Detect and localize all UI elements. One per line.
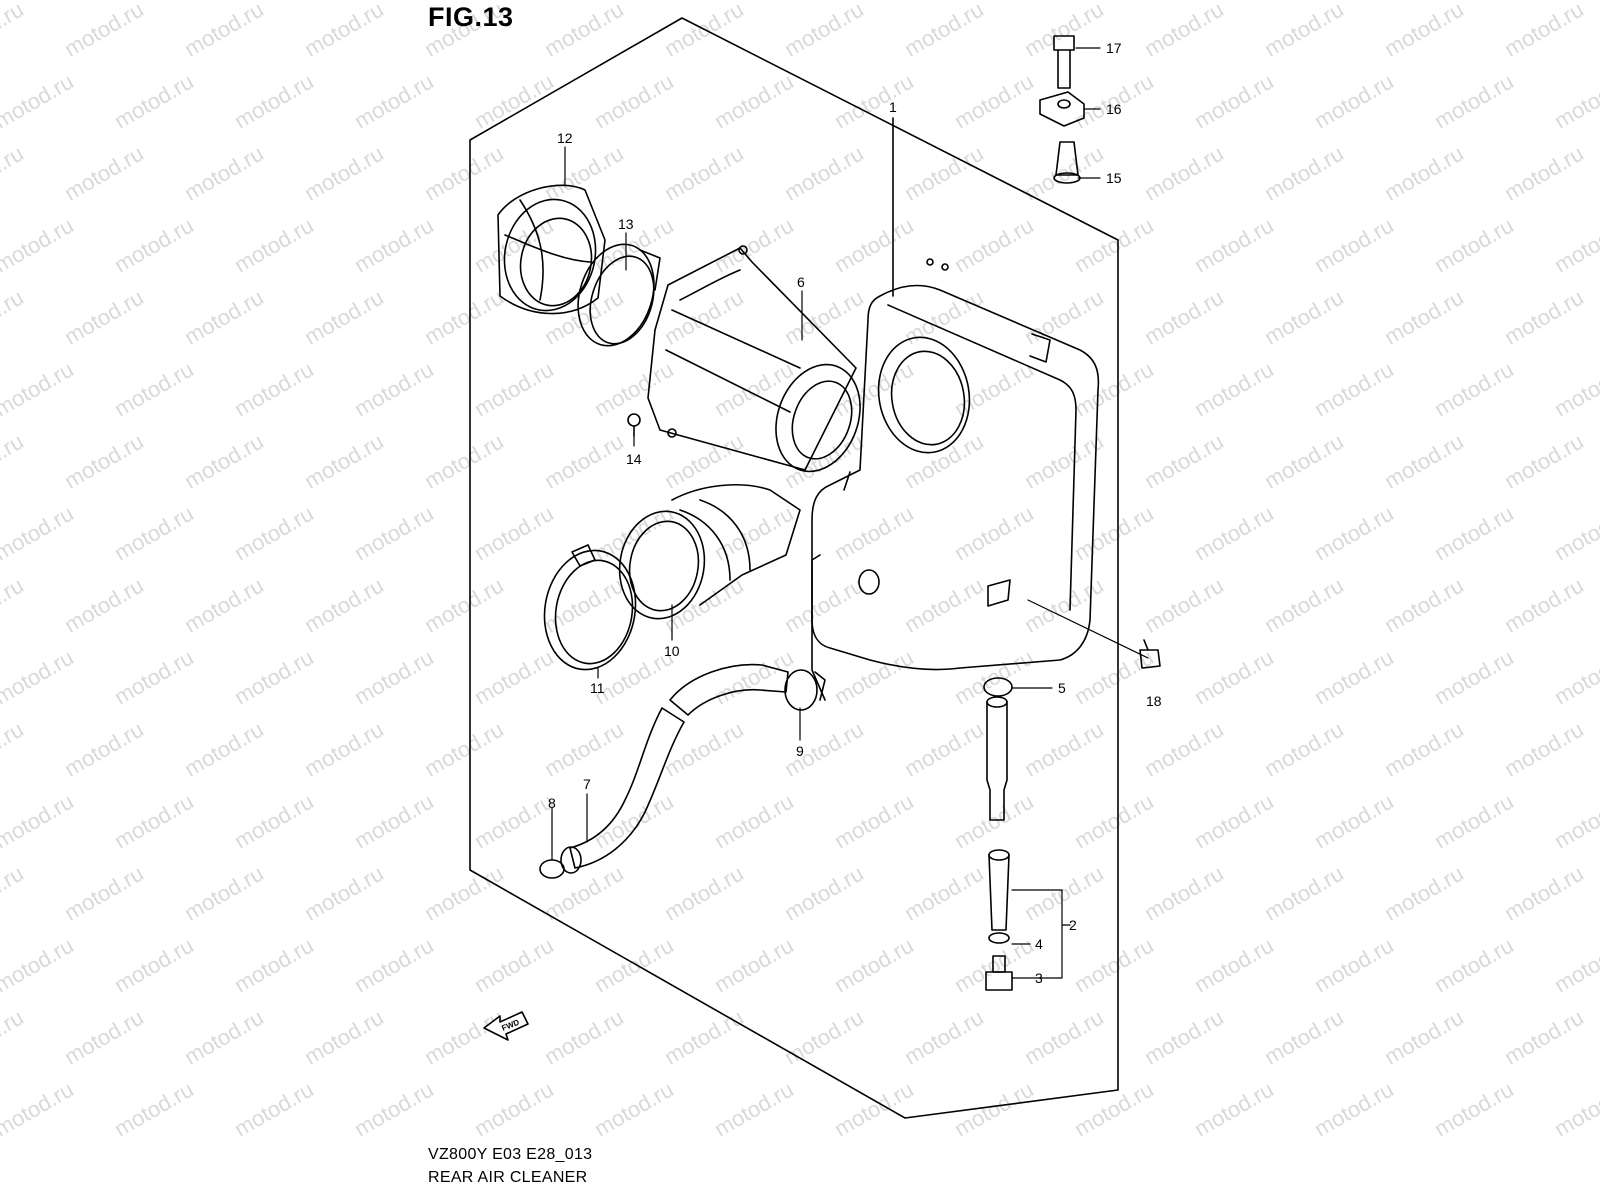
leader-lines xyxy=(551,47,1149,979)
part-16-bracket xyxy=(1039,91,1085,127)
part-1-air-cleaner-case xyxy=(811,258,1100,671)
figure-caption: REAR AIR CLEANER xyxy=(428,1169,588,1186)
model-code: VZ800Y E03 E28_013 xyxy=(428,1146,593,1163)
fwd-arrow-icon: FWD xyxy=(483,1011,529,1041)
part-2-drain-tube xyxy=(986,696,1010,931)
part-4-ring xyxy=(988,932,1010,944)
callout-3: 3 xyxy=(1035,970,1043,986)
part-9-hose-clamp xyxy=(784,554,826,711)
part-7-hose xyxy=(560,663,789,874)
part-11-clamp xyxy=(543,544,637,671)
part-13-clamp-band xyxy=(577,243,661,347)
callout-14: 14 xyxy=(626,451,642,467)
figure-title: FIG.13 xyxy=(428,2,514,32)
part-5-o-ring xyxy=(983,677,1013,697)
callout-18: 18 xyxy=(1146,693,1162,709)
callout-8: 8 xyxy=(548,795,556,811)
part-18-bolt xyxy=(1139,639,1161,669)
callout-16: 16 xyxy=(1106,101,1122,117)
part-17-bolt xyxy=(1053,35,1075,89)
part-15-grommet xyxy=(1053,141,1081,184)
assembly-boundary xyxy=(469,17,1119,1119)
callout-17: 17 xyxy=(1106,40,1122,56)
callout-4: 4 xyxy=(1035,936,1043,952)
callout-12: 12 xyxy=(557,130,573,146)
part-8-clip xyxy=(539,859,565,879)
callout-15: 15 xyxy=(1106,170,1122,186)
part-14-screw xyxy=(627,413,641,437)
callout-7: 7 xyxy=(583,776,591,792)
callout-13: 13 xyxy=(618,216,634,232)
callout-11: 11 xyxy=(590,680,605,696)
callout-9: 9 xyxy=(796,743,804,759)
callout-5: 5 xyxy=(1058,680,1066,696)
callout-6: 6 xyxy=(797,274,805,290)
part-10-outlet-boot xyxy=(618,484,801,620)
part-3-drain-plug xyxy=(985,955,1013,991)
part-6-filter-element xyxy=(647,245,861,473)
callout-2: 2 xyxy=(1069,917,1077,933)
callout-1: 1 xyxy=(889,99,897,115)
part-12-intake-funnel xyxy=(497,184,606,315)
callout-10: 10 xyxy=(664,643,680,659)
